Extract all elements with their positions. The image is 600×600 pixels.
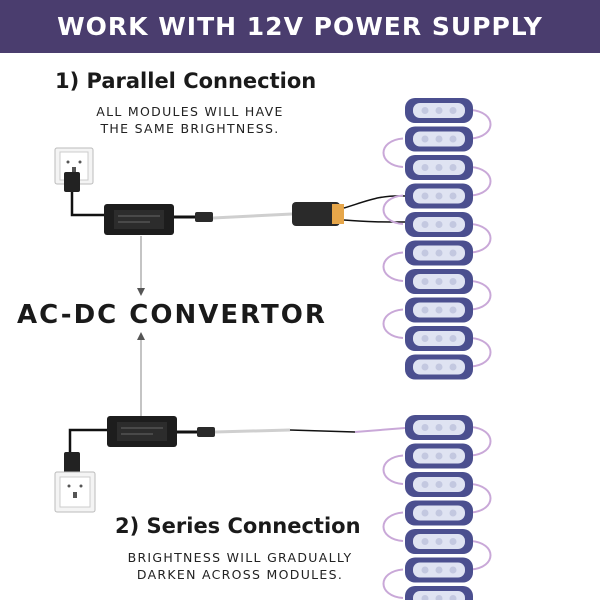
module-wire [470,109,492,140]
led-chip [435,278,443,285]
led-chip [435,164,443,171]
led-chip [449,566,457,574]
series-heading: 2) Series Connection [115,514,361,538]
led-chip [435,424,443,431]
series-led-column [382,415,492,600]
led-chip [449,221,457,228]
led-chip [421,452,429,460]
led-chip [421,538,429,545]
led-chip [421,306,429,314]
series-note-line-2: DARKEN ACROSS MODULES. [136,567,344,582]
led-chip [435,221,443,228]
parallel-heading: 1) Parallel Connection [55,69,317,93]
led-chip [449,452,457,460]
led-chip [449,509,457,517]
led-chip [449,278,457,285]
module-wire [470,483,492,514]
module-wire [382,454,404,485]
led-chip [435,452,443,460]
led-chip [449,595,457,600]
led-chip [421,249,429,257]
led-chip [421,135,429,143]
parallel-led-column [382,98,492,380]
led-chip [421,164,429,171]
module-wire [382,511,404,542]
convertor-label: AC-DC CONVERTOR [17,300,327,330]
led-chip [435,192,443,200]
led-chip [421,509,429,517]
series-wall-socket [54,452,96,513]
power-plug-icon [64,172,80,192]
led-chip [421,278,429,285]
led-chip [435,538,443,545]
led-chip [449,306,457,314]
dc-connector-icon [292,202,340,226]
module-wire [382,251,404,282]
module-wire [382,194,404,225]
parallel-note-line-2: THE SAME BRIGHTNESS. [100,121,280,136]
module-wire [470,337,492,368]
series-note-line-1: BRIGHTNESS WILL GRADUALLY [127,550,353,565]
module-wire [470,280,492,311]
led-chip [449,481,457,488]
led-chip [421,192,429,200]
led-chip [421,566,429,574]
parallel-power-adapter [104,204,174,235]
led-chip [421,335,429,342]
led-chip [421,107,429,114]
led-chip [435,595,443,600]
series-note: BRIGHTNESS WILL GRADUALLY DARKEN ACROSS … [110,549,370,583]
led-chip [449,135,457,143]
module-wire [382,568,404,599]
module-wire [470,540,492,571]
series-power-adapter [107,416,177,447]
led-chip [435,335,443,342]
parallel-note: ALL MODULES WILL HAVE THE SAME BRIGHTNES… [80,103,300,137]
led-chip [449,424,457,431]
led-chip [435,135,443,143]
parallel-wall-socket [54,147,94,192]
led-chip [435,107,443,114]
led-chip [449,107,457,114]
banner-title: WORK WITH 12V POWER SUPPLY [57,12,543,41]
led-chip [421,595,429,600]
wiring-diagram [54,98,492,600]
led-chip [449,335,457,342]
led-chip [435,481,443,488]
led-chip [449,192,457,200]
module-wire [470,426,492,457]
led-chip [435,249,443,257]
led-chip [435,509,443,517]
led-chip [421,363,429,371]
led-chip [449,249,457,257]
parallel-note-line-1: ALL MODULES WILL HAVE [96,104,284,119]
led-chip [449,164,457,171]
led-chip [435,363,443,371]
led-chip [435,566,443,574]
module-wire [382,308,404,339]
title-banner: WORK WITH 12V POWER SUPPLY [0,0,600,53]
led-chip [421,481,429,488]
led-chip [421,424,429,431]
dc-female-connector [292,202,344,226]
led-chip [449,363,457,371]
power-plug-icon [64,452,80,474]
led-chip [421,221,429,228]
module-wire [382,137,404,168]
led-chip [435,306,443,314]
module-wire [470,166,492,197]
led-chip [449,538,457,545]
module-wire [470,223,492,254]
